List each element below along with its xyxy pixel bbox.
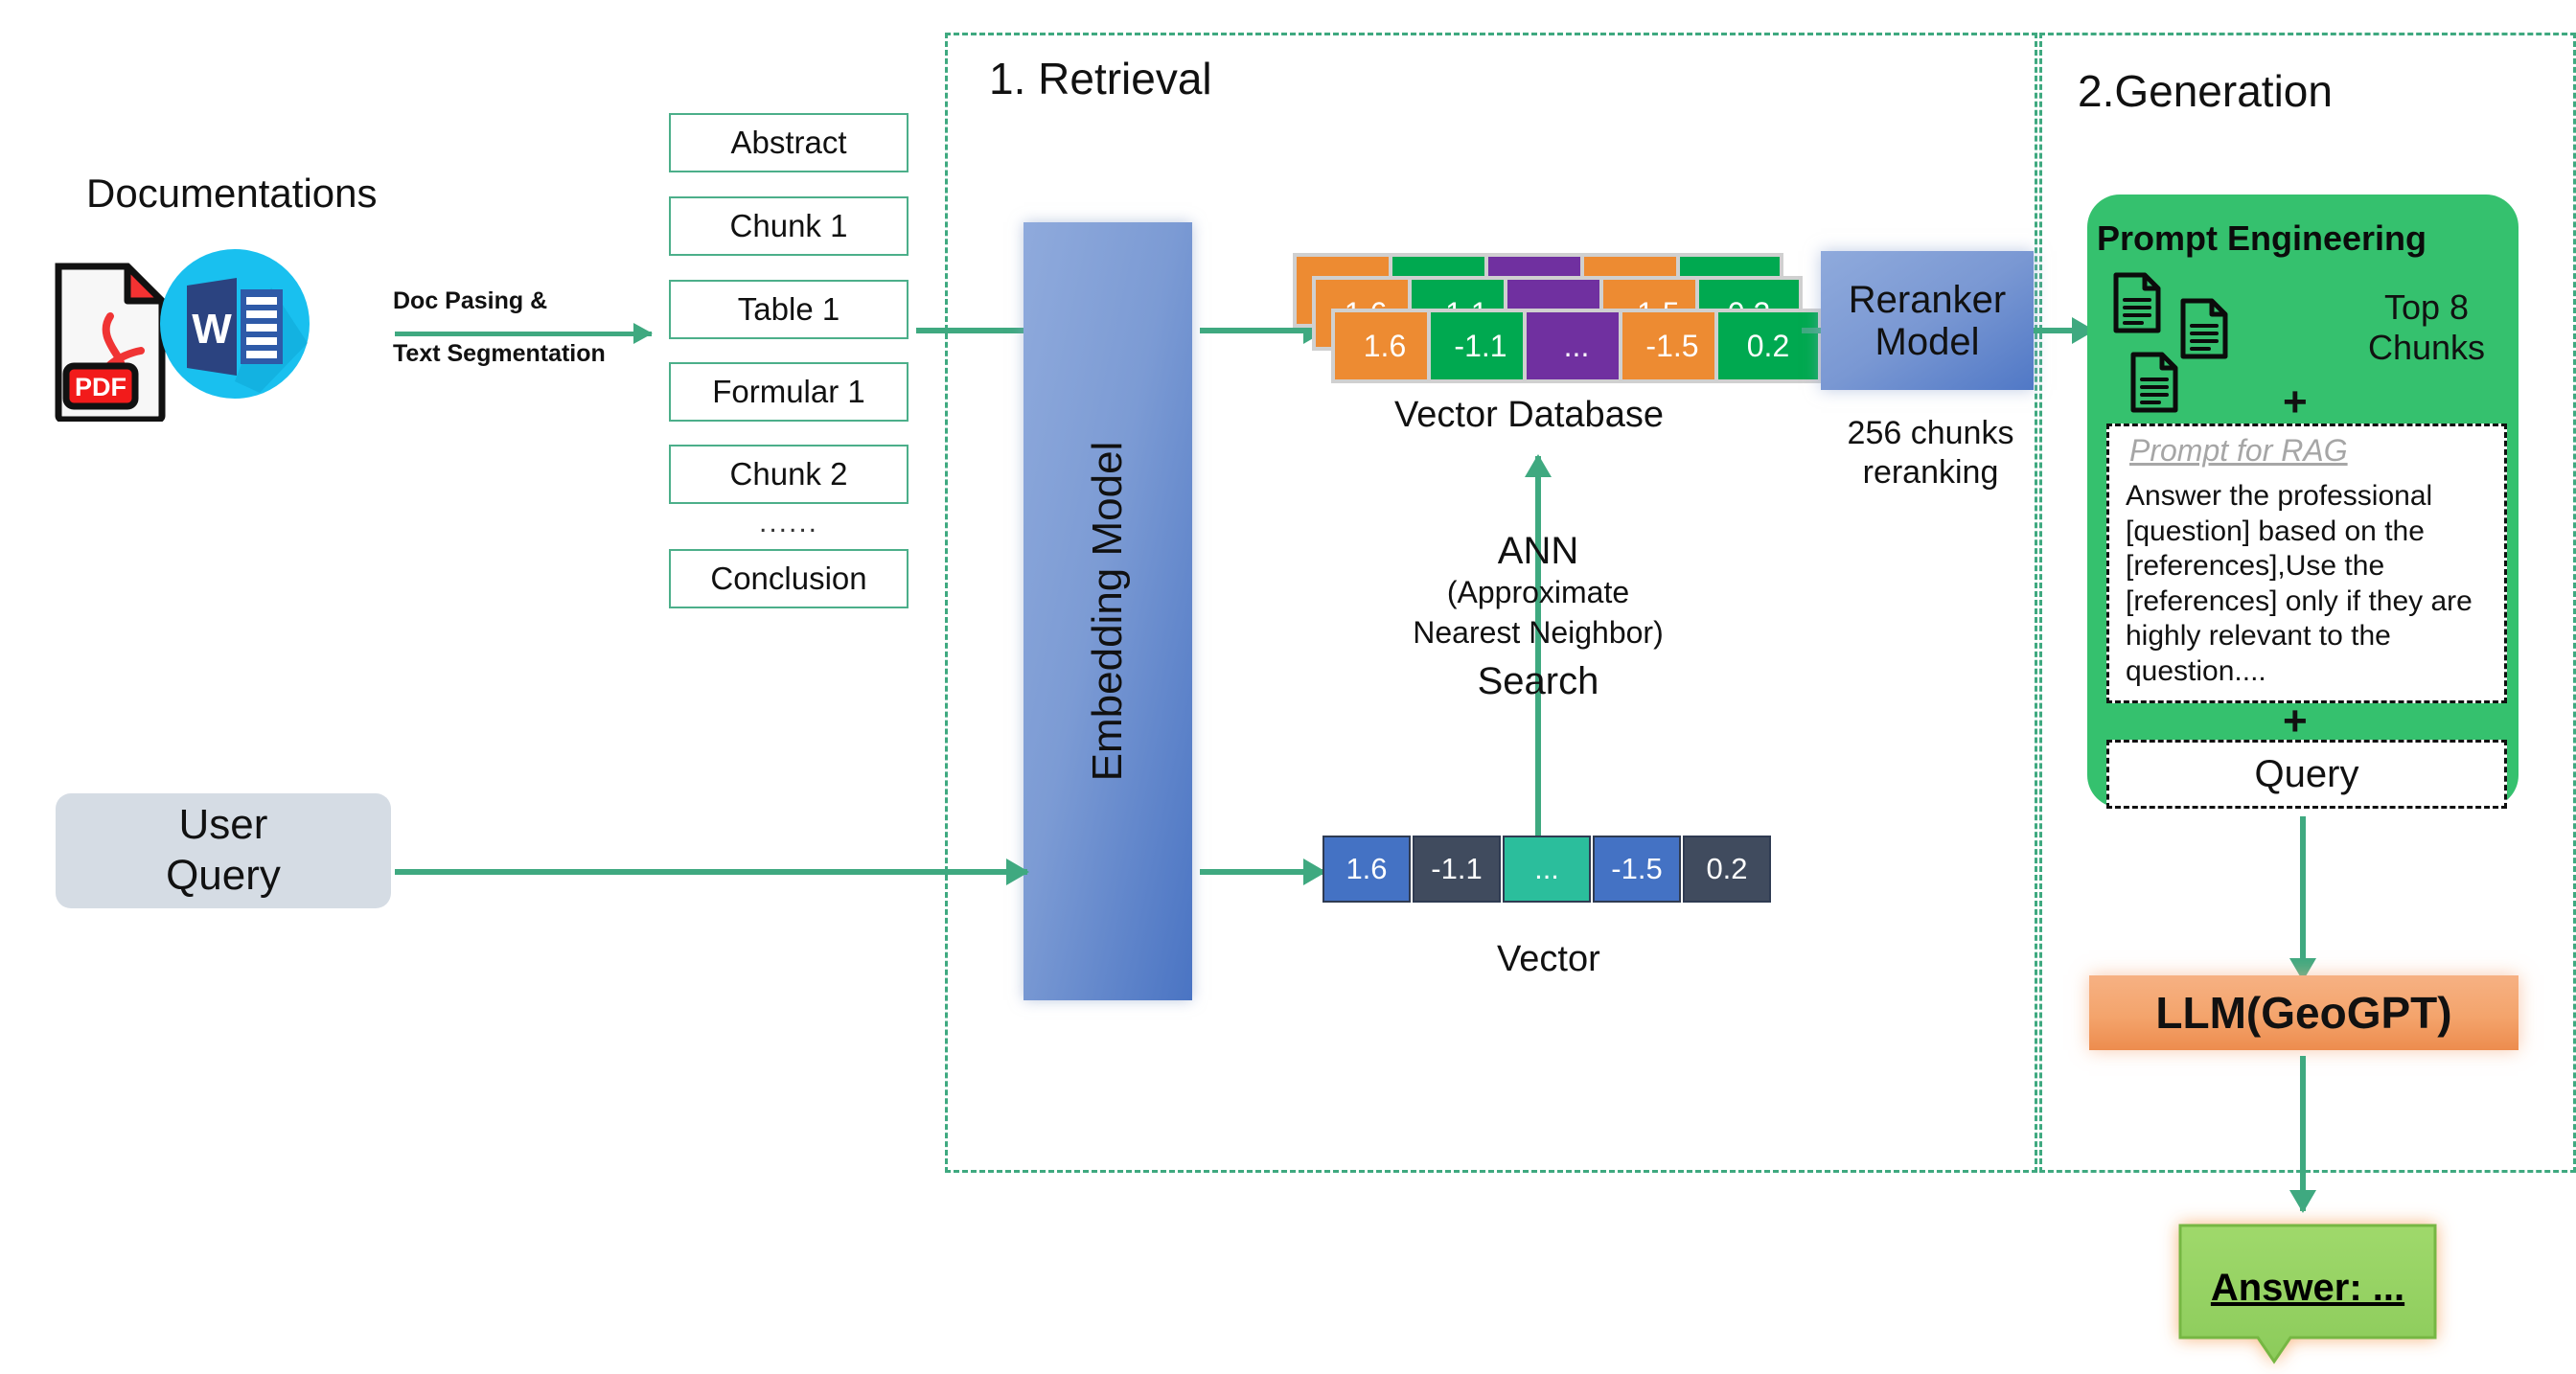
answer-label: Answer: ... bbox=[2210, 1267, 2405, 1309]
query-vector-cell: -1.5 bbox=[1593, 836, 1681, 903]
vector-database-label: Vector Database bbox=[1394, 395, 1664, 435]
user-query-box[interactable]: User Query bbox=[56, 793, 391, 908]
query-vector-cell: -1.1 bbox=[1413, 836, 1501, 903]
doc-parsing-label-line1: Doc Pasing & bbox=[393, 287, 548, 314]
answer-callout: Answer: ... bbox=[2177, 1223, 2438, 1368]
plus-symbol-top: + bbox=[2283, 378, 2308, 425]
ann-label-line1: ANN bbox=[1497, 530, 1579, 572]
ann-label-line4: Search bbox=[1477, 660, 1599, 702]
ann-label-line3: Nearest Neighbor) bbox=[1413, 615, 1664, 650]
svg-text:W: W bbox=[192, 306, 232, 353]
arrow-prompt-to-llm bbox=[2289, 816, 2316, 981]
vector-db-cell: -1.5 bbox=[1619, 309, 1726, 383]
llm-box: LLM(GeoGPT) bbox=[2089, 975, 2518, 1050]
plus-symbol-bottom: + bbox=[2283, 698, 2308, 744]
reranker-caption-line2: reranking bbox=[1862, 453, 1999, 491]
arrow-llm-to-answer bbox=[2289, 1056, 2316, 1213]
doc-parsing-label-line2: Text Segmentation bbox=[393, 340, 606, 367]
reranker-caption-line1: 256 chunks bbox=[1847, 415, 2014, 451]
document-icon bbox=[2179, 297, 2229, 365]
embedding-model-box: Embedding Model bbox=[1024, 222, 1192, 1000]
prompt-for-rag-box bbox=[2106, 424, 2507, 703]
reranker-label-line2: Model bbox=[1874, 320, 1980, 363]
query-vector-cell: ... bbox=[1503, 836, 1591, 903]
doc-parsing-arrow bbox=[395, 323, 653, 344]
document-icon bbox=[2129, 351, 2179, 419]
chunks-ellipsis: ...... bbox=[758, 507, 818, 538]
user-query-line2: Query bbox=[166, 852, 281, 899]
stage-box-generation bbox=[2039, 33, 2576, 1173]
chunk-box-formular-1[interactable]: Formular 1 bbox=[669, 362, 908, 422]
embedding-model-label: Embedding Model bbox=[1084, 441, 1131, 782]
document-icon bbox=[2112, 271, 2162, 339]
reranker-label-line1: Reranker bbox=[1848, 278, 2007, 321]
arrow-embedding-to-vector bbox=[1200, 859, 1326, 885]
query-vector-cell: 1.6 bbox=[1322, 836, 1411, 903]
arrow-reranker-to-prompt bbox=[2034, 317, 2095, 344]
arrow-embedding-to-vectordb bbox=[1200, 317, 1326, 344]
pdf-file-icon: PDF bbox=[53, 261, 166, 424]
ann-label-line2: (Approximate bbox=[1446, 575, 1630, 609]
reranker-caption: 256 chunks reranking bbox=[1823, 414, 2038, 492]
vector-db-cell: ... bbox=[1523, 309, 1630, 383]
chunk-box-conclusion[interactable]: Conclusion bbox=[669, 549, 908, 608]
vector-db-cell: -1.1 bbox=[1427, 309, 1534, 383]
query-vector-cell: 0.2 bbox=[1683, 836, 1771, 903]
chunk-box-chunk-2[interactable]: Chunk 2 bbox=[669, 445, 908, 504]
top-chunks-line2: Chunks bbox=[2367, 327, 2486, 367]
query-vector-label: Vector bbox=[1497, 939, 1600, 979]
prompt-engineering-title: Prompt Engineering bbox=[2097, 218, 2427, 258]
stage-box-retrieval bbox=[945, 33, 2037, 1173]
arrow-userquery-to-embedding bbox=[395, 859, 1029, 885]
reranker-model-box: Reranker Model bbox=[1821, 251, 2034, 390]
vector-db-cell: 1.6 bbox=[1331, 309, 1438, 383]
prompt-for-rag-body: Answer the professional [question] based… bbox=[2126, 480, 2472, 687]
top-chunks-line1: Top 8 bbox=[2383, 287, 2470, 327]
top-chunks-label: Top 8 Chunks bbox=[2350, 287, 2503, 368]
chunk-box-abstract[interactable]: Abstract bbox=[669, 113, 908, 172]
user-query-line1: User bbox=[178, 801, 268, 849]
stage-title-retrieval: 1. Retrieval bbox=[989, 54, 1212, 103]
arrow-ann-search bbox=[1525, 454, 1552, 868]
documentations-heading: Documentations bbox=[86, 171, 378, 216]
chunk-box-chunk-1[interactable]: Chunk 1 bbox=[669, 196, 908, 256]
vector-db-cell: 0.2 bbox=[1714, 309, 1822, 383]
stage-title-generation: 2.Generation bbox=[2078, 66, 2333, 116]
chunk-box-table-1[interactable]: Table 1 bbox=[669, 280, 908, 339]
word-file-icon: W bbox=[158, 247, 311, 401]
prompt-for-rag-heading: Prompt for RAG bbox=[2129, 433, 2348, 468]
svg-text:PDF: PDF bbox=[75, 373, 126, 401]
prompt-query-box: Query bbox=[2106, 740, 2507, 809]
